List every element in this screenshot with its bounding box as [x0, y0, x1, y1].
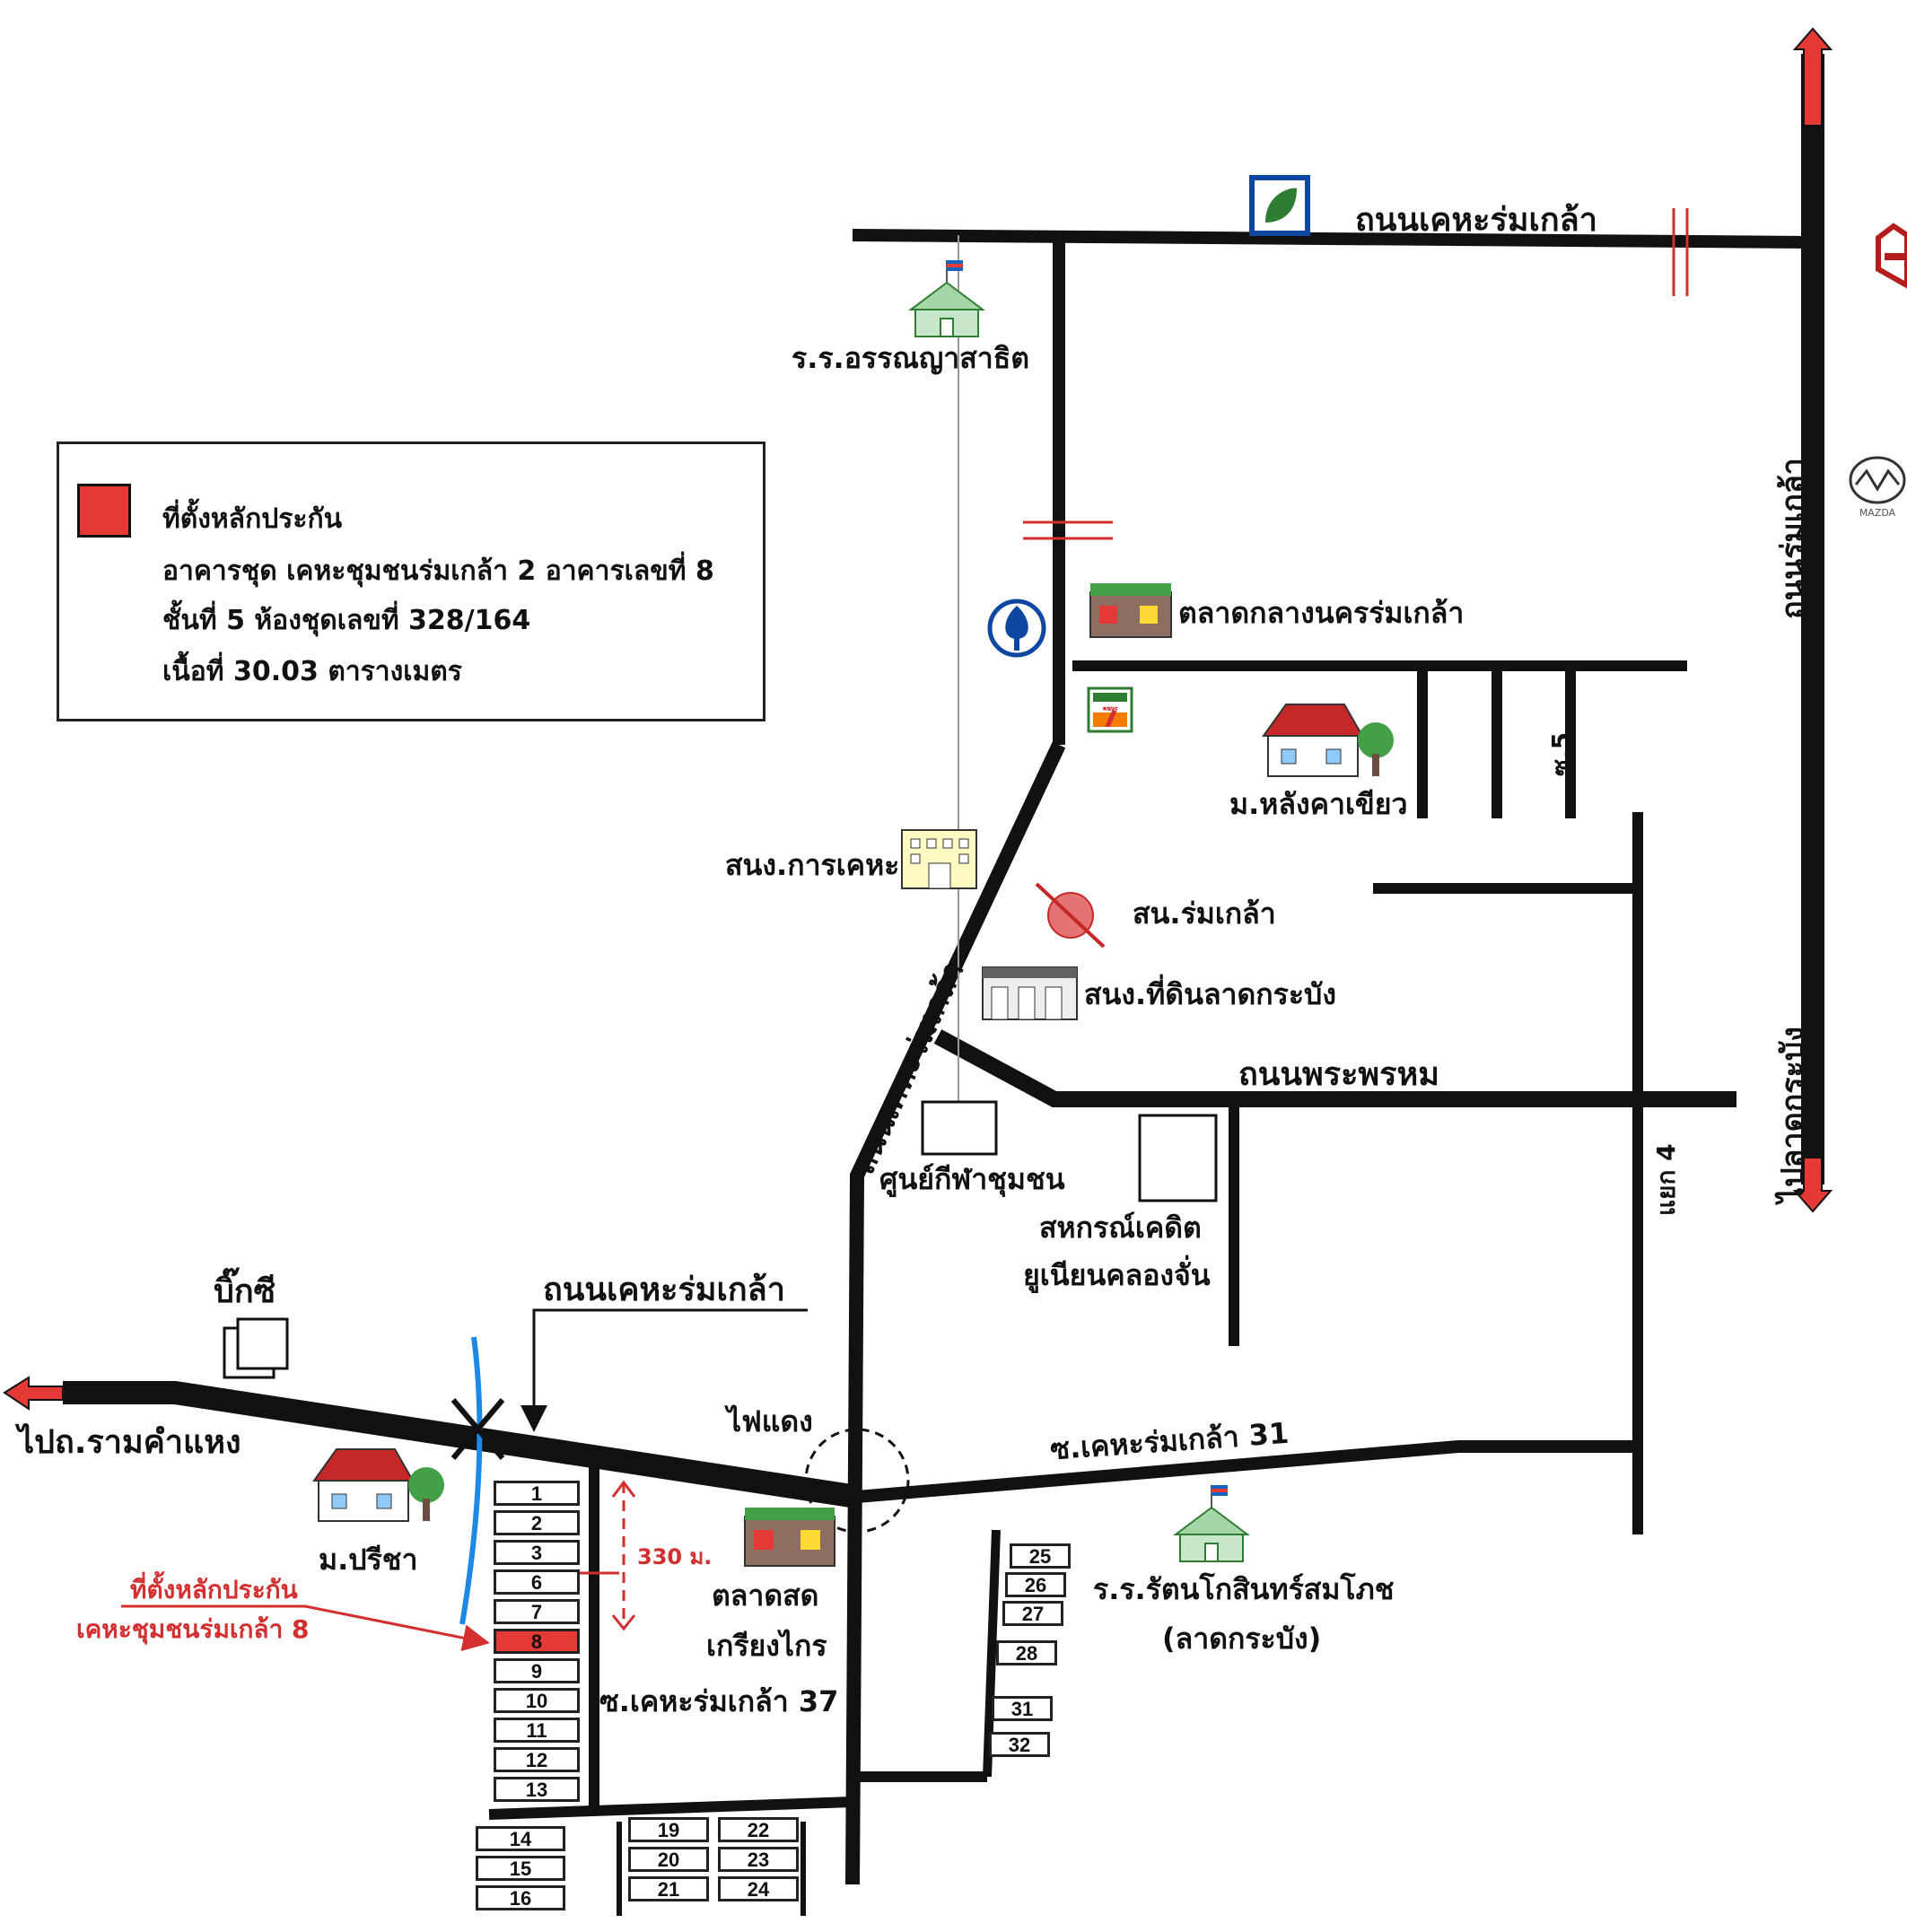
land-office-icon [982, 966, 1078, 1020]
road-label-yaek4: แยก 4 [1651, 1143, 1681, 1216]
mazda-logo: MAZDA [1849, 456, 1906, 519]
sport-center-box [921, 1100, 998, 1156]
road-label-soi37: ซ.เคหะร่มเกล้า 37 [599, 1684, 839, 1718]
pointer-arrow [121, 1604, 490, 1652]
seven-text: 7 [1101, 703, 1120, 734]
label-police: สน.ร่มเกล้า [1133, 896, 1276, 931]
roads [63, 54, 1824, 1916]
unit-box-23: 23 [718, 1847, 799, 1872]
traffic-light-circle [804, 1428, 910, 1534]
label-school-bottom-2: (ลาดกระบัง) [1162, 1622, 1322, 1656]
road-right-units [983, 1529, 1001, 1778]
label-village-preecha: ม.ปรีชา [319, 1543, 418, 1577]
label-school-top: ร.ร.อรรณญาสาธิต [792, 341, 1030, 375]
mazda-text: MAZDA [1859, 507, 1896, 519]
bigc-icon [223, 1317, 289, 1379]
bank-icon [987, 599, 1046, 658]
unit-box-25: 25 [1010, 1543, 1071, 1569]
label-school-bottom-1: ร.ร.รัตนโกสินทร์สมโภช [1093, 1572, 1395, 1606]
unit-box-6: 6 [494, 1569, 580, 1595]
market-icon [744, 1508, 835, 1567]
bridge-marks [1023, 208, 1689, 540]
school-icon [1173, 1485, 1250, 1562]
label-sport-center: ศูนย์กีฬาชุมชน [879, 1162, 1065, 1196]
unit-box-11: 11 [494, 1718, 580, 1743]
unit-box-12: 12 [494, 1747, 580, 1772]
seven-eleven-text: ELEVEN [1098, 705, 1122, 712]
label-market-fresh-2: เกรียงไกร [706, 1629, 827, 1663]
legend-swatch [77, 484, 131, 538]
road-soi37-bottom [488, 1796, 853, 1820]
house-icon [312, 1448, 444, 1522]
unit-box-26: 26 [1005, 1572, 1066, 1597]
logo-top-right [1876, 223, 1907, 289]
road-phra-prom [933, 1029, 1736, 1107]
unit-box-10: 10 [494, 1688, 580, 1713]
label-market-fresh-1: ตลาดสด [712, 1578, 819, 1613]
road-top [852, 229, 1809, 249]
label-coop-2: ยูเนียนคลองจั่น [1023, 1258, 1211, 1292]
road-label-pointer [520, 1308, 808, 1432]
legend-line3: เนื้อที่ 30.03 ตารางเมตร [162, 656, 462, 687]
unit-box-31: 31 [992, 1696, 1053, 1721]
unit-box-8: 8 [494, 1629, 580, 1654]
legend-line1: อาคารชุด เคหะชุมชนร่มเกล้า 2 อาคารเลขที่… [162, 555, 714, 587]
road-soi31 [856, 1440, 1638, 1503]
label-housing-office: สนง.การเคหะ [725, 848, 900, 882]
office-building-icon [901, 829, 977, 889]
road-label-right-bottom: ไปลาดกระบัง [1775, 1027, 1811, 1202]
school-icon [908, 260, 985, 337]
unit-box-20: 20 [628, 1847, 709, 1872]
unit-box-16: 16 [476, 1885, 565, 1910]
unit-box-19: 19 [628, 1817, 709, 1842]
unit-box-24: 24 [718, 1876, 799, 1901]
house-icon [1262, 704, 1394, 777]
road-west [63, 1381, 859, 1508]
canal [459, 1336, 483, 1625]
road-label-top: ถนนเคหะร่มเกล้า [1355, 202, 1597, 239]
road-label-ramkhamhaeng: ไปถ.รามคำแหง [18, 1424, 241, 1461]
unit-box-28: 28 [996, 1640, 1057, 1665]
unit-box-13: 13 [494, 1777, 580, 1802]
road-label-soi5: ซ.5 [1546, 731, 1576, 776]
seven-eleven-icon: 7 ELEVEN [1087, 686, 1133, 734]
road-diagonal [845, 741, 1066, 1885]
pointer-distance: 330 ม. [637, 1544, 713, 1569]
unit-box-32: 32 [989, 1732, 1050, 1757]
unit-box-14: 14 [476, 1826, 565, 1851]
label-market-central: ตลาดกลางนครร่มเกล้า [1178, 596, 1465, 630]
label-coop-1: สหกรณ์เคดิต [1039, 1211, 1202, 1245]
legend-line2: ชั้นที่ 5 ห้องชุดเลขที่ 328/164 [162, 605, 531, 636]
market-icon [1089, 583, 1172, 638]
legend-title: ที่ตั้งหลักประกัน [162, 503, 343, 535]
unit-box-21: 21 [628, 1876, 709, 1901]
road-label-phra-prom: ถนนพระพรหม [1238, 1056, 1439, 1093]
unit-box-7: 7 [494, 1599, 580, 1624]
unit-box-9: 9 [494, 1658, 580, 1683]
pointer-line1: ที่ตั้งหลักประกัน [130, 1575, 298, 1604]
pointer-line2: เคหะชุมชนร่มเกล้า 8 [76, 1614, 310, 1644]
unit-box-15: 15 [476, 1856, 565, 1881]
road-arrows [3, 27, 1833, 1411]
road-label-right: ถนนร่มเกล้า [1775, 458, 1811, 619]
label-land-office: สนง.ที่ดินลาดกระบัง [1084, 977, 1336, 1011]
police-icon [1035, 882, 1106, 949]
bank-icon [1249, 175, 1310, 236]
crossing-mark [451, 1398, 505, 1460]
unit-box-27: 27 [1002, 1601, 1063, 1626]
traffic-light-label: ไฟแดง [727, 1404, 813, 1438]
label-bigc: บิ๊กซี [214, 1273, 276, 1310]
unit-box-2: 2 [494, 1510, 580, 1535]
legend-box: ที่ตั้งหลักประกัน อาคารชุด เคหะชุมชนร่มเ… [57, 441, 765, 721]
unit-box-3: 3 [494, 1540, 580, 1565]
coop-box [1138, 1114, 1218, 1202]
unit-box-22: 22 [718, 1817, 799, 1842]
road-label-left: ถนนเคหะร่มเกล้า [543, 1272, 785, 1308]
unit-box-1: 1 [494, 1481, 580, 1506]
label-village-green: ม.หลังคาเขียว [1229, 787, 1408, 821]
